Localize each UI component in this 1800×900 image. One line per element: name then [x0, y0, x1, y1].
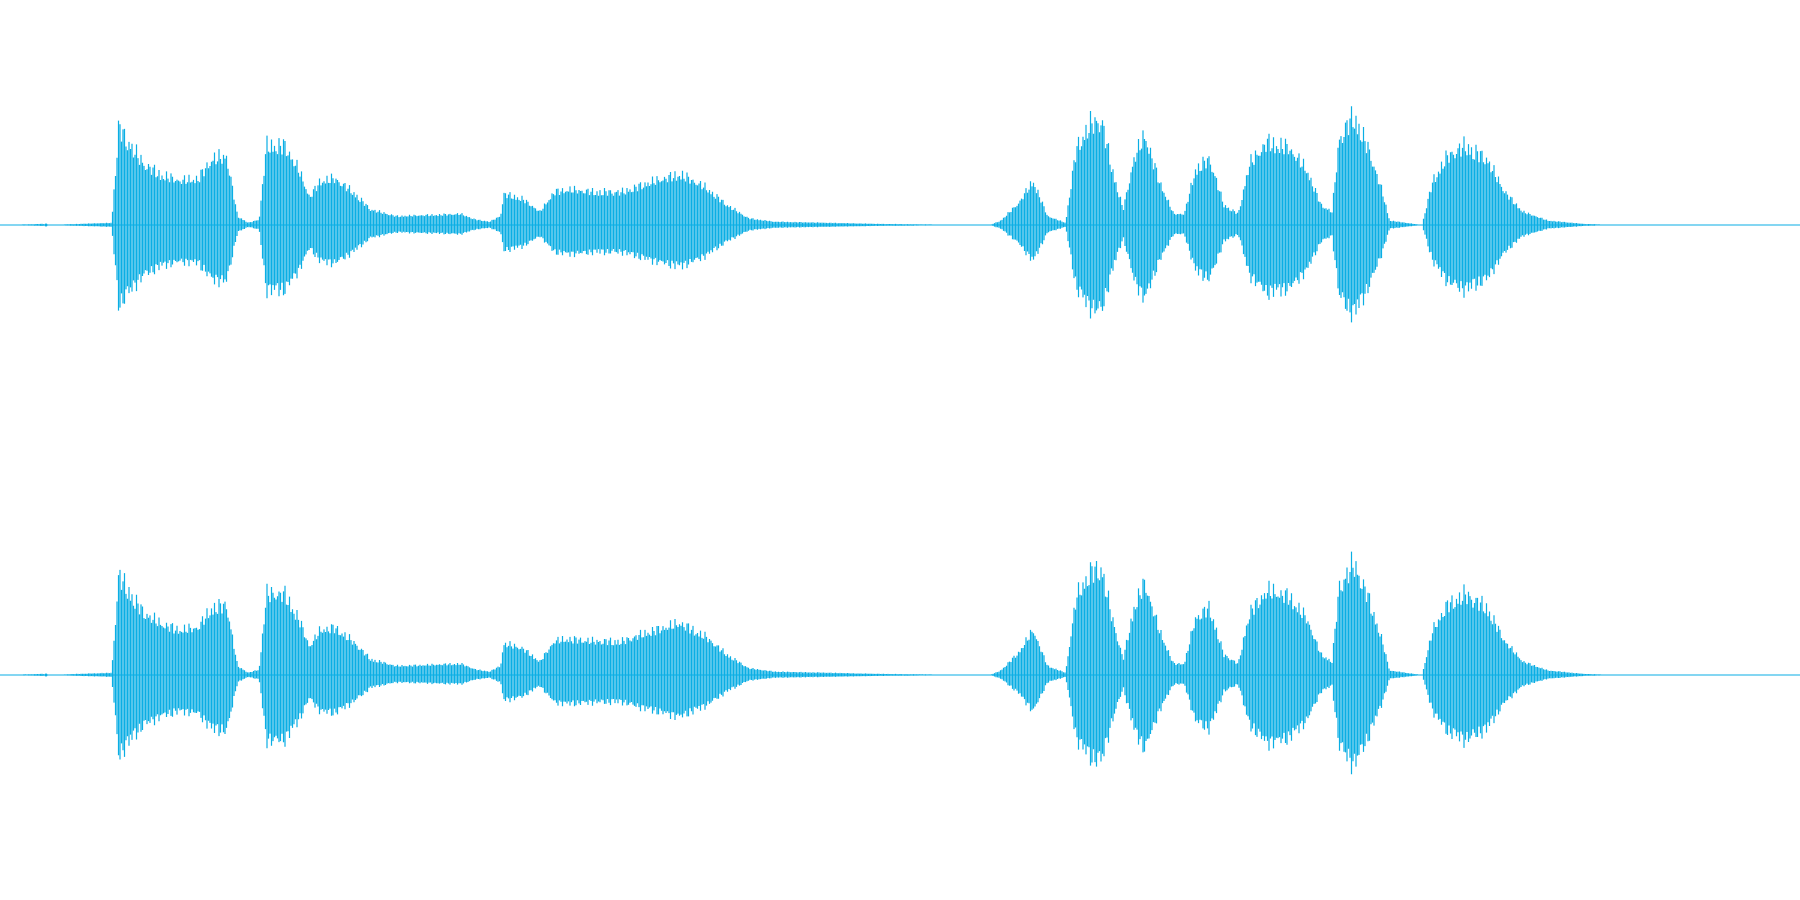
- waveform-marker-channel-2: [44, 673, 48, 677]
- waveform-path-channel-1: [21, 106, 1602, 323]
- waveform-trace-channel-2: [21, 551, 1602, 775]
- waveform-trace-channel-1: [21, 106, 1602, 323]
- waveform-channel-2: [0, 551, 1800, 775]
- waveform-path-channel-2: [21, 551, 1602, 775]
- waveform-marker-channel-1: [44, 223, 48, 227]
- waveform-channel-1: [0, 106, 1800, 323]
